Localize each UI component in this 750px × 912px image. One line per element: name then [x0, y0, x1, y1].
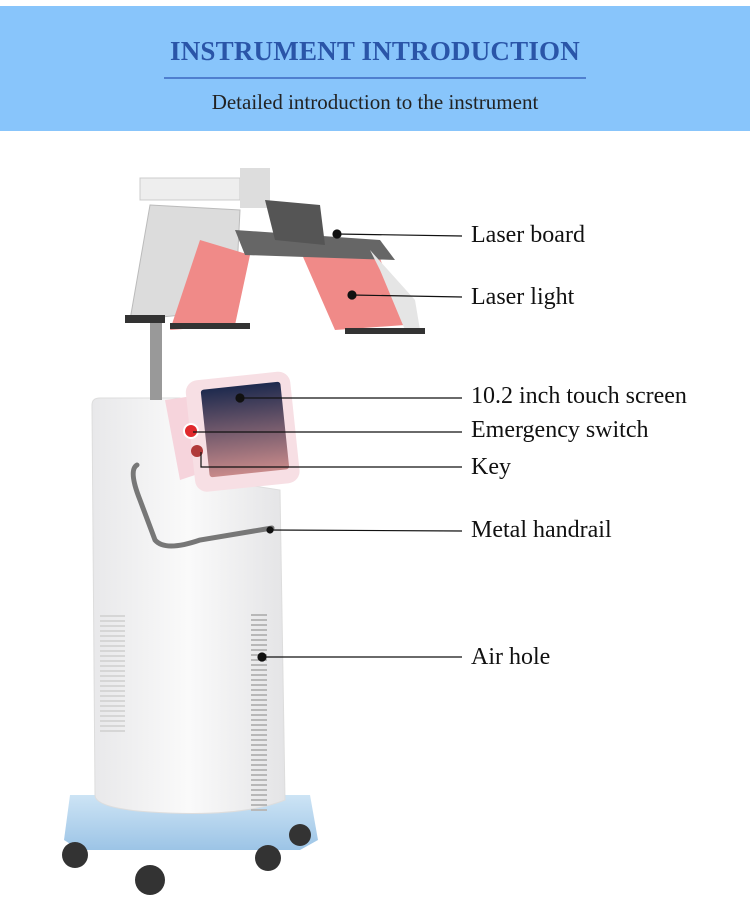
vent-slot	[100, 655, 125, 657]
vent-slot	[251, 649, 267, 651]
vent-slot	[100, 650, 125, 652]
vent-slot	[251, 669, 267, 671]
label-key: Key	[471, 454, 511, 480]
vent-slot	[251, 724, 267, 726]
title-divider	[164, 77, 586, 79]
vent-slot	[251, 619, 267, 621]
metal-handrail	[130, 462, 275, 549]
label-laser-light: Laser light	[471, 284, 575, 310]
vent-slot	[251, 679, 267, 681]
vent-slot	[251, 794, 267, 796]
vent-slot	[251, 789, 267, 791]
vent-slot	[251, 634, 267, 636]
key	[191, 445, 203, 457]
header-banner: INSTRUMENT INTRODUCTION Detailed introdu…	[0, 6, 750, 131]
vent-slot	[251, 719, 267, 721]
vent-slot	[251, 759, 267, 761]
pole	[150, 320, 162, 400]
laser-head	[125, 168, 425, 334]
vent-slot	[100, 635, 125, 637]
vent-slot	[251, 699, 267, 701]
vent-slot	[251, 644, 267, 646]
vent-slot	[100, 630, 125, 632]
label-air-hole: Air hole	[471, 644, 551, 670]
vent-slot	[100, 690, 125, 692]
vent-slot	[251, 779, 267, 781]
vent-slot	[251, 684, 267, 686]
label-emergency-switch: Emergency switch	[471, 417, 649, 443]
vent-slot	[251, 714, 267, 716]
vent-slot	[251, 769, 267, 771]
vent-slot	[100, 625, 125, 627]
vent-slot	[100, 680, 125, 682]
vent-slot	[251, 664, 267, 666]
vent-slot	[251, 799, 267, 801]
vent-slot	[251, 784, 267, 786]
vent-slot	[251, 804, 267, 806]
vent-slot	[100, 670, 125, 672]
vent-slot	[100, 685, 125, 687]
vent-slot	[251, 809, 267, 811]
vent-slot	[251, 624, 267, 626]
vent-slot	[251, 754, 267, 756]
emergency-switch	[183, 423, 199, 439]
vent-slot	[251, 744, 267, 746]
touch-screen	[200, 381, 290, 478]
vent-slot	[100, 645, 125, 647]
callout-lines	[193, 229, 463, 662]
vent-slot	[251, 614, 267, 616]
vent-slot	[100, 695, 125, 697]
vent-slot	[251, 729, 267, 731]
vent-slot	[100, 710, 125, 712]
vent-slot	[100, 725, 125, 727]
vent-slot	[251, 689, 267, 691]
vent-slot	[100, 675, 125, 677]
vent-slot	[100, 730, 125, 732]
vent-slot	[100, 720, 125, 722]
vent-slot	[251, 629, 267, 631]
vent-slot	[251, 674, 267, 676]
page-subtitle: Detailed introduction to the instrument	[211, 90, 539, 114]
vent-slot	[251, 734, 267, 736]
vent-slot	[100, 715, 125, 717]
page-title: INSTRUMENT INTRODUCTION	[170, 36, 580, 66]
label-metal-handrail: Metal handrail	[471, 517, 612, 543]
vent-slot	[251, 694, 267, 696]
label-laser-board: Laser board	[471, 222, 585, 248]
vent-slot	[251, 739, 267, 741]
vent-slot	[100, 665, 125, 667]
label-touch-screen: 10.2 inch touch screen	[471, 383, 687, 409]
vent-slot	[100, 615, 125, 617]
vent-slot	[251, 709, 267, 711]
vent-slot	[100, 660, 125, 662]
vent-slot	[251, 774, 267, 776]
vent-slot	[251, 639, 267, 641]
vent-slot	[251, 764, 267, 766]
vent-slot	[251, 704, 267, 706]
vent-slot	[251, 749, 267, 751]
vent-slot	[100, 620, 125, 622]
vent-slot	[100, 640, 125, 642]
vent-slot	[100, 700, 125, 702]
vent-slot	[100, 705, 125, 707]
